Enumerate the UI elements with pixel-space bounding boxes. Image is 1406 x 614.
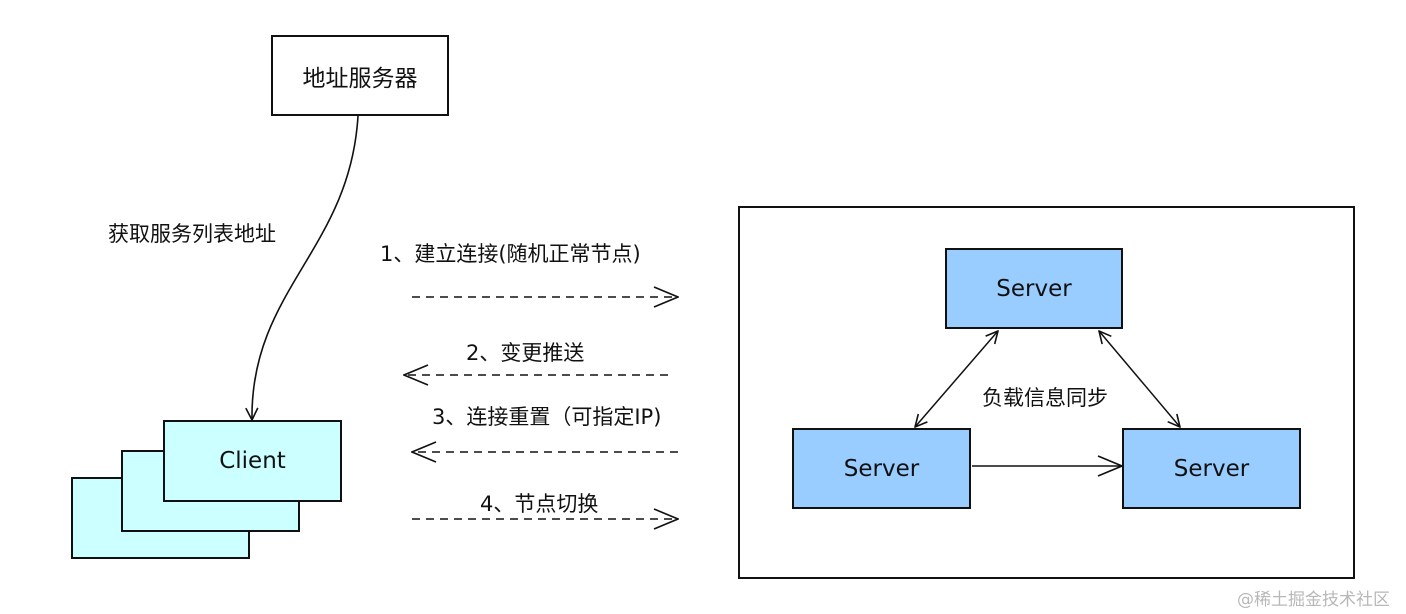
server-box-top: Server bbox=[945, 248, 1123, 329]
step-4-label: 4、节点切换 bbox=[480, 492, 599, 516]
watermark-text: @稀土掘金技术社区 bbox=[1237, 590, 1390, 610]
address-server-box: 地址服务器 bbox=[271, 35, 449, 116]
sync-arrow-left bbox=[915, 331, 998, 427]
client-label: Client bbox=[219, 448, 286, 474]
step-3-label: 3、连接重置（可指定IP) bbox=[432, 405, 662, 429]
step-1-label: 1、建立连接(随机正常节点) bbox=[380, 242, 641, 266]
fetch-curve bbox=[252, 115, 359, 420]
server-left-label: Server bbox=[843, 455, 920, 482]
client-box-front: Client bbox=[163, 420, 342, 502]
server-box-left: Server bbox=[792, 428, 971, 509]
sync-arrow-right bbox=[1099, 331, 1180, 427]
server-right-label: Server bbox=[1173, 455, 1250, 482]
fetch-list-label: 获取服务列表地址 bbox=[108, 222, 276, 246]
step-2-label: 2、变更推送 bbox=[466, 341, 585, 365]
address-server-label: 地址服务器 bbox=[302, 65, 418, 92]
server-top-label: Server bbox=[996, 275, 1072, 302]
sync-label: 负载信息同步 bbox=[982, 386, 1108, 410]
server-cluster-frame bbox=[738, 206, 1355, 579]
server-box-right: Server bbox=[1122, 428, 1301, 509]
